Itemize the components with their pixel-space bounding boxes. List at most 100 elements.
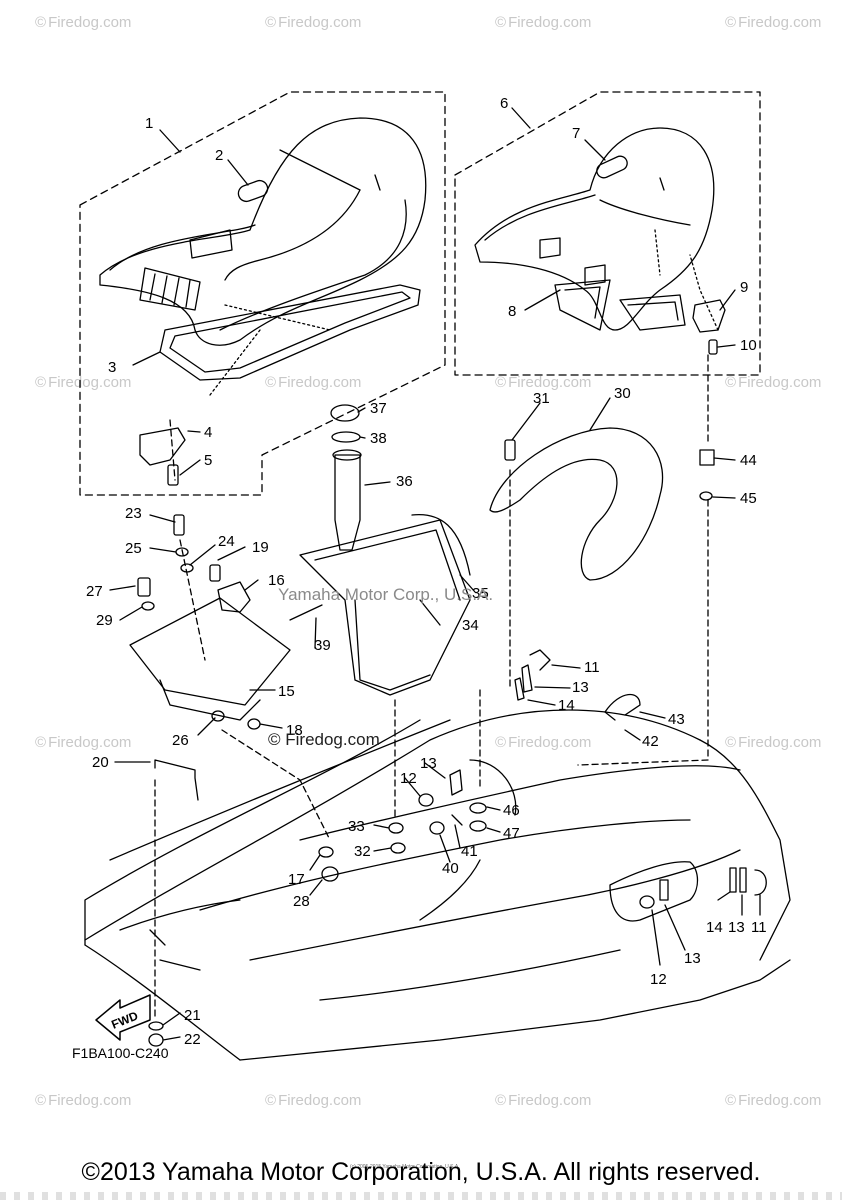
callout-13c: 13 [728,919,745,936]
callout-15: 15 [278,683,295,700]
part-37-cap [330,404,360,422]
callout-18: 18 [286,722,303,739]
part-15-bracket [129,597,291,706]
callout-27: 27 [86,583,103,600]
rear-seat-drawing [474,127,715,331]
part-39-pin [289,604,323,621]
callout-37: 37 [370,400,387,417]
part-32-nut [390,842,406,854]
callout-23: 23 [125,505,142,522]
part-4-bracket [139,427,186,466]
part-5-bolt [167,464,179,486]
part-42-strap [604,711,616,721]
part-21-washer [148,1021,164,1031]
watermark: ©Firedog.com [725,374,822,391]
callout-3: 3 [108,359,116,376]
callout-31: 31 [533,390,550,407]
callout-13: 13 [572,679,589,696]
part-12-nut-b [639,895,655,909]
part-9-bracket [692,299,726,333]
part-45-washer [699,491,713,501]
bottom-watermark-strip [0,1192,842,1200]
callout-47: 47 [503,825,520,842]
callout-33: 33 [348,818,365,835]
diagram-code: F1BA100-C240 [72,1045,169,1061]
callout-40: 40 [442,860,459,877]
part-34-storage-tub [299,519,471,696]
callout-22: 22 [184,1031,201,1048]
watermark: ©Firedog.com [265,14,362,31]
part-27-bolt [137,577,151,597]
part-29-washer [141,601,155,611]
callout-13d: 13 [684,950,701,967]
watermark: ©Firedog.com [265,1092,362,1109]
callout-30: 30 [614,385,631,402]
part-23-bolt [173,514,185,536]
mid-watermark-firedog: © Firedog.com [268,730,380,749]
watermark: ©Firedog.com [35,14,132,31]
part-31-bolt [504,439,516,461]
callout-14b: 14 [706,919,723,936]
watermark: ©Firedog.com [35,374,132,391]
part-13-plate [449,769,463,796]
part-13-plate-b [521,664,533,693]
callout-32: 32 [354,843,371,860]
callout-4: 4 [204,424,212,441]
mid-watermark-yamaha: Yamaha Motor Corp., U.S.A. [278,585,494,604]
part-14-plate-b [729,867,737,893]
watermark: ©Firedog.com [725,1092,822,1109]
callout-11b: 11 [751,919,767,936]
tiny-copyright-note: (c) 2005-2015 Yamaha Motor Corporation, … [350,1164,460,1170]
callout-34: 34 [462,617,479,634]
callout-1: 1 [145,115,153,132]
callout-44: 44 [740,452,757,469]
part-28-nut [321,866,339,882]
callout-6: 6 [500,95,508,112]
part-33-washer [388,822,404,834]
part-30-grab-handle [489,427,664,581]
callout-21: 21 [184,1007,201,1024]
part-43-ubolt [604,693,641,716]
part-18-nut [247,718,261,730]
callout-14: 14 [558,697,575,714]
callout-35: 35 [472,585,489,602]
callout-45: 45 [740,490,757,507]
part-46-washer [469,802,487,814]
watermark: ©Firedog.com [265,374,362,391]
part-24-washer [180,563,194,573]
part-11-ubolt-b [754,869,767,896]
part-20-handle [154,759,199,801]
callout-46: 46 [503,802,520,819]
callout-17: 17 [288,871,305,888]
watermark: ©Firedog.com [495,374,592,391]
watermark: ©Firedog.com [725,14,822,31]
callout-7: 7 [572,125,580,142]
callout-9: 9 [740,279,748,296]
callout-20: 20 [92,754,109,771]
callout-39: 39 [314,637,331,654]
callout-28: 28 [293,893,310,910]
callout-24: 24 [218,533,235,550]
callout-13b: 13 [420,755,437,772]
part-36-filler-neck [334,454,361,551]
callout-38: 38 [370,430,387,447]
part-47-washer [469,820,487,832]
watermark: ©Firedog.com [725,734,822,751]
part-35-cover [411,513,471,576]
part-19-bolt [209,564,221,582]
part-40-nut [429,821,445,835]
callout-12b: 12 [650,971,667,988]
callout-16: 16 [268,572,285,589]
watermark: ©Firedog.com [495,734,592,751]
callout-41: 41 [461,843,478,860]
part-14-plate [514,677,525,701]
front-seat-drawing [99,117,427,381]
part-17-washer [318,846,334,858]
hull-deck-drawing [84,709,791,1061]
copyright-footer: ©2013 Yamaha Motor Corporation, U.S.A. A… [81,1158,761,1186]
callout-19: 19 [252,539,269,556]
callout-42: 42 [642,733,659,750]
callout-10: 10 [740,337,757,354]
assembly-box-seat-6 [454,91,761,376]
